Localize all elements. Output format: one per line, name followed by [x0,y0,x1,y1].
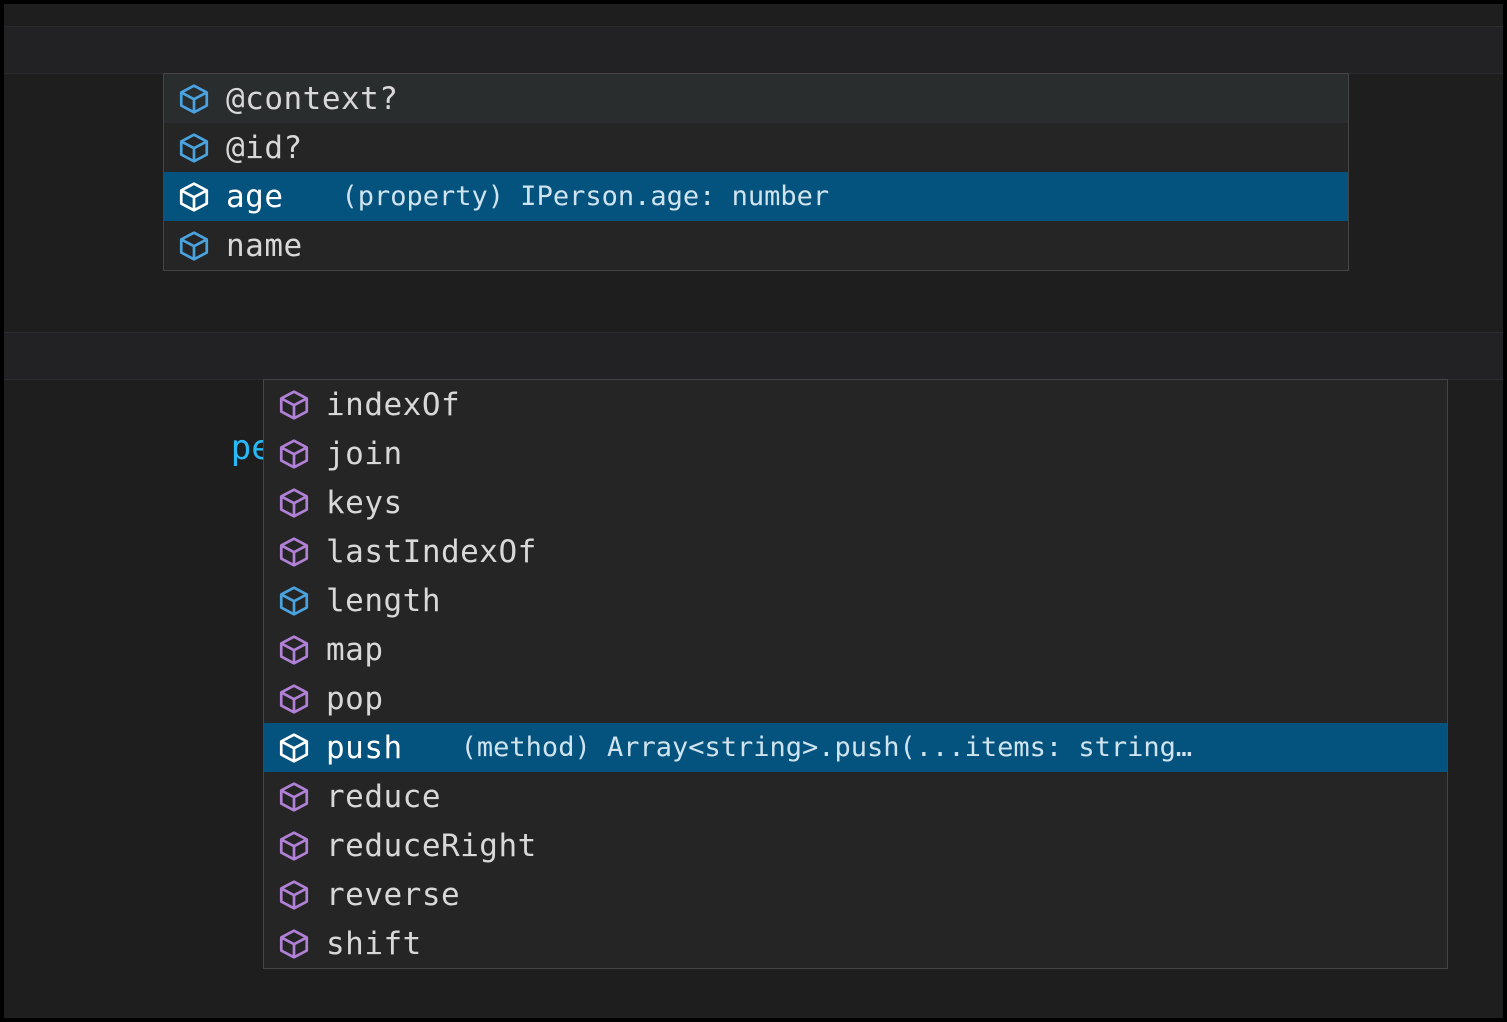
cube-method-icon [276,436,312,472]
suggestion-item-keys[interactable]: keys [264,478,1447,527]
suggestion-label: join [326,435,403,472]
suggestion-label: indexOf [326,386,461,423]
suggest-person-name[interactable]: indexOf join keys lastIndexOf length map pop pu… [263,379,1448,969]
suggestion-label: lastIndexOf [326,533,537,570]
code-line-2[interactable]: person.name.; [4,332,1503,468]
suggestion-item-join[interactable]: join [264,429,1447,478]
suggestion-label: push [326,729,403,766]
cube-method-icon [276,779,312,815]
suggestion-label: pop [326,680,384,717]
cube-method-icon [276,828,312,864]
suggestion-label: age [226,178,284,215]
suggestion-item-reduceright[interactable]: reduceRight [264,821,1447,870]
suggestion-item-id[interactable]: @id? [164,123,1348,172]
cube-method-icon [276,730,312,766]
suggestion-detail: (property) IPerson.age: number [341,181,830,212]
cube-field-icon [176,81,212,117]
cube-method-icon [276,387,312,423]
suggestion-item-indexof[interactable]: indexOf [264,380,1447,429]
code-editor-canvas[interactable]: person.; @context? @id? age (property) IPer… [4,4,1503,1018]
suggestion-detail: (method) Array<string>.push(...items: st… [460,732,1193,763]
suggestion-item-length[interactable]: length [264,576,1447,625]
code-line-1[interactable]: person.; [4,26,1503,162]
suggestion-item-lastindexof[interactable]: lastIndexOf [264,527,1447,576]
cube-field-icon [276,583,312,619]
cube-field-icon [176,130,212,166]
cube-method-icon [276,534,312,570]
suggestion-item-age[interactable]: age (property) IPerson.age: number [164,172,1348,221]
cube-method-icon [276,485,312,521]
suggestion-item-reduce[interactable]: reduce [264,772,1447,821]
suggestion-label: @id? [226,129,303,166]
suggestion-item-push[interactable]: push (method) Array<string>.push(...items… [264,723,1447,772]
suggestion-label: shift [326,925,422,962]
cube-method-icon [276,926,312,962]
suggest-person[interactable]: @context? @id? age (property) IPerson.age: … [163,73,1349,271]
suggestion-label: map [326,631,384,668]
suggestion-item-map[interactable]: map [264,625,1447,674]
suggestion-item-shift[interactable]: shift [264,919,1447,968]
suggestion-item-pop[interactable]: pop [264,674,1447,723]
suggestion-label: reduceRight [326,827,537,864]
error-squiggle-icon [234,293,256,302]
suggestion-label: length [326,582,441,619]
suggestion-label: name [226,227,303,264]
error-squiggle-icon [204,293,226,302]
cube-field-icon [176,179,212,215]
cube-method-icon [276,681,312,717]
suggestion-item-reverse[interactable]: reverse [264,870,1447,919]
suggestion-label: reverse [326,876,461,913]
suggestion-label: @context? [226,80,399,117]
cube-method-icon [276,877,312,913]
cube-field-icon [176,228,212,264]
cube-method-icon [276,632,312,668]
suggestion-label: keys [326,484,403,521]
suggestion-item-name[interactable]: name [164,221,1348,270]
suggestion-label: reduce [326,778,441,815]
suggestion-item-context[interactable]: @context? [164,74,1348,123]
